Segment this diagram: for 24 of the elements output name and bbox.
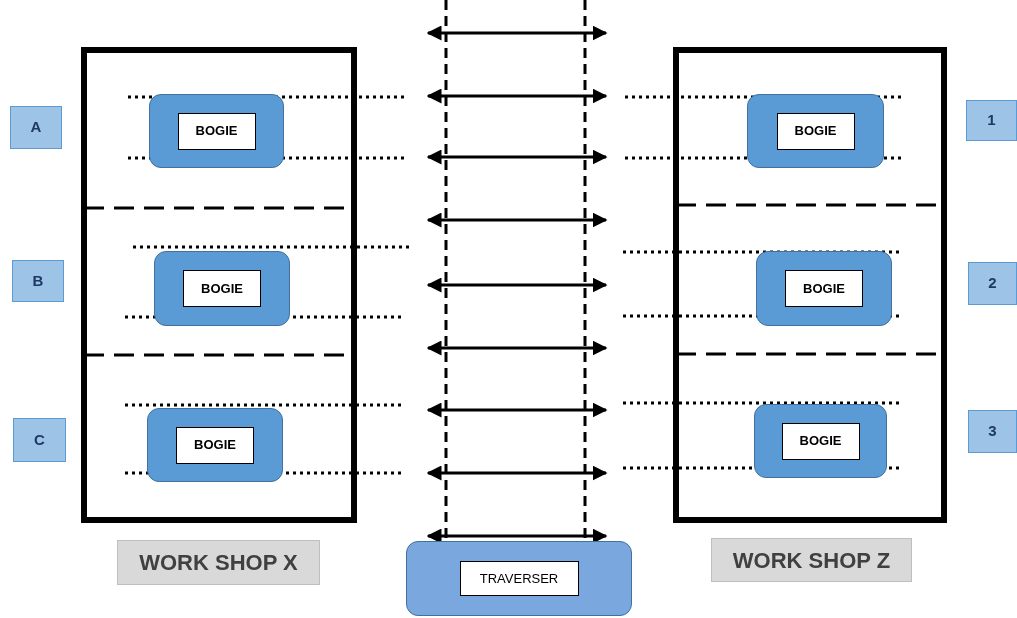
bogie-box <box>756 251 892 326</box>
track-label: 1 <box>966 100 1017 141</box>
bogie-box <box>147 408 283 482</box>
bogie-label: BOGIE <box>176 426 254 464</box>
track-label: A <box>10 106 62 149</box>
traverser-label: TRAVERSER <box>459 561 579 596</box>
workshop-frame <box>673 47 947 523</box>
bogie-box <box>149 94 284 168</box>
track-label: C <box>13 418 66 462</box>
track-label: 3 <box>968 410 1017 453</box>
bogie-label: BOGIE <box>781 422 860 460</box>
workshop-title: WORK SHOP X <box>117 540 320 585</box>
track-label: 2 <box>968 262 1017 305</box>
bogie-label: BOGIE <box>183 270 261 307</box>
traverser-box <box>406 541 632 616</box>
bogie-label: BOGIE <box>776 112 855 150</box>
workshop-frame <box>81 47 357 523</box>
bogie-box <box>154 251 290 326</box>
bogie-label: BOGIE <box>177 112 256 150</box>
bogie-box <box>754 404 887 478</box>
bogie-label: BOGIE <box>785 270 863 307</box>
bogie-box <box>747 94 884 168</box>
track-label: B <box>12 260 64 302</box>
workshop-title: WORK SHOP Z <box>711 538 912 582</box>
